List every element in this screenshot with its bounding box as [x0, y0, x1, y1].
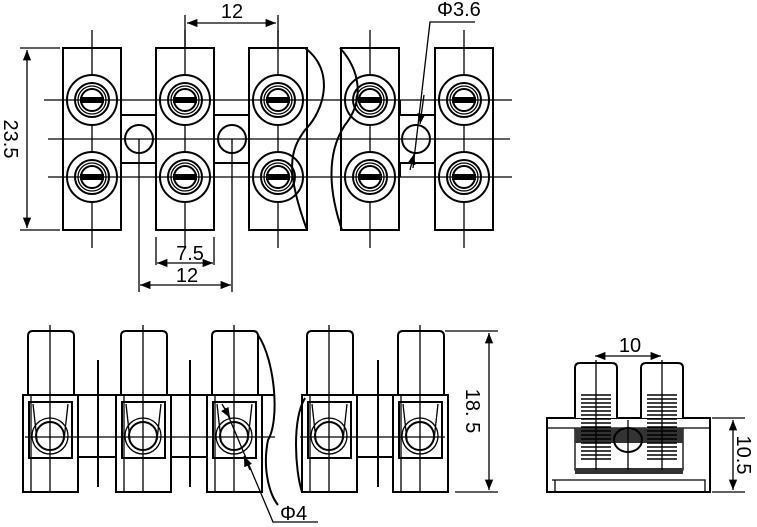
break-line-right — [330, 47, 359, 231]
front-view: 18. 5 Φ4 — [22, 325, 498, 525]
height-dimension: 23.5 — [0, 120, 21, 159]
mounting-hole — [401, 124, 431, 154]
side-view: 10 10.5 — [546, 335, 754, 493]
terminal-block-front — [22, 325, 79, 493]
front-height-dimension: 18. 5 — [461, 389, 483, 433]
hole-pitch-dimension: 12 — [176, 265, 198, 287]
screw-diameter-dimension: Φ4 — [280, 503, 307, 525]
break-line-left — [291, 47, 325, 231]
pitch-dimension: 12 — [221, 1, 243, 23]
top-view: 12 23.5 7.5 12 Φ3.6 — [0, 0, 512, 292]
break-line — [257, 334, 279, 506]
side-height-dimension: 10.5 — [732, 436, 754, 475]
terminal-block-front — [301, 325, 358, 493]
slot-width-dimension: 7.5 — [176, 243, 204, 265]
terminal-block-front — [115, 325, 172, 493]
screw-spacing-dimension: 10 — [619, 335, 641, 357]
terminal-block-front — [392, 325, 449, 493]
terminal-block-front — [206, 325, 263, 493]
hole-diameter-dimension: Φ3.6 — [437, 0, 481, 21]
